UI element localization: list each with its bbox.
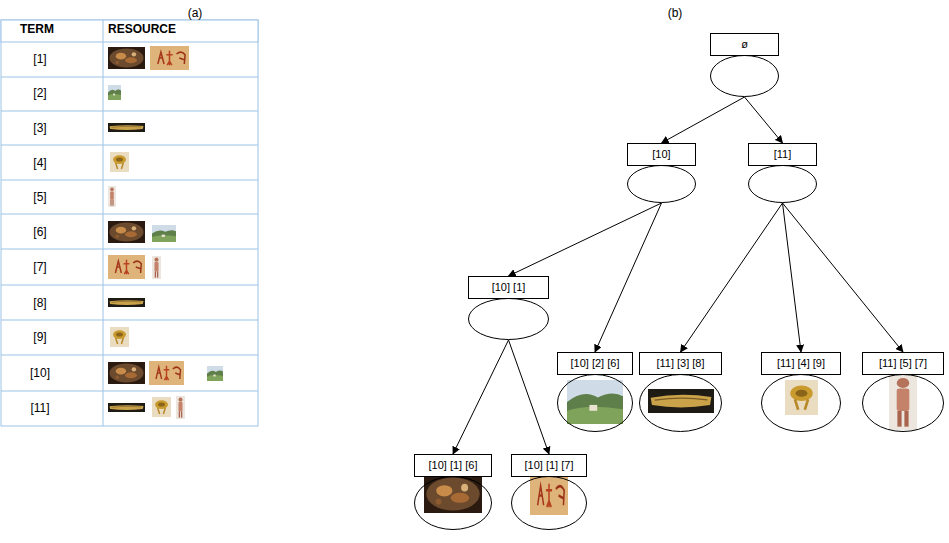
table-cell: RESOURCE <box>108 22 176 36</box>
gold-bar-thumb <box>108 403 145 412</box>
node-header <box>415 455 492 477</box>
node-header <box>711 34 779 56</box>
node-header <box>558 353 633 375</box>
node-header <box>640 353 722 375</box>
table-border <box>1 20 258 426</box>
node-header <box>749 144 817 166</box>
node-header <box>469 277 549 299</box>
node-header <box>762 353 841 375</box>
figurine-image <box>889 374 917 430</box>
table-cell: [3] <box>33 121 46 135</box>
landscape-thumb <box>207 366 223 381</box>
tree-node: [11] <box>748 143 817 203</box>
tree-node: [11] [5] [7] <box>862 352 944 432</box>
panel-label: (a) <box>188 6 203 20</box>
table-header <box>1 20 258 42</box>
node-ellipse <box>628 166 696 203</box>
table-cell: [7] <box>33 260 46 274</box>
pictograph-thumb <box>149 361 184 385</box>
table-cell: [1] <box>33 52 46 66</box>
landscape-thumb <box>108 85 121 100</box>
table-cell: [10] <box>30 366 50 380</box>
table-cell: [4] <box>33 156 46 170</box>
tree-edge <box>745 97 783 143</box>
gold-ring-thumb <box>110 327 129 347</box>
pictograph-image <box>530 476 568 515</box>
node-label: [10] [1] [7] <box>511 454 587 476</box>
tree-edge <box>681 203 783 352</box>
node-header <box>512 455 587 477</box>
node-label: [10] [1] <box>468 276 549 298</box>
node-ellipse <box>415 477 492 530</box>
landscape-image <box>567 380 623 424</box>
tree-edge <box>595 203 662 352</box>
figurine-thumb <box>108 186 116 207</box>
rock-art-thumb <box>108 362 145 384</box>
node-label: [10] [1] [6] <box>414 454 492 476</box>
table-cell: [8] <box>33 296 46 310</box>
node-label: [11] [3] [8] <box>639 352 722 374</box>
node-ellipse <box>640 375 722 432</box>
table-cell: [5] <box>33 190 46 204</box>
tree-edge <box>453 340 509 454</box>
node-label: [11] [5] [7] <box>862 352 944 374</box>
tree-node: [11] [3] [8] <box>639 352 722 432</box>
node-ellipse <box>762 375 841 432</box>
tree-node: [10] [1] [6] <box>414 454 492 530</box>
table-cell: [9] <box>33 330 46 344</box>
tree-node: ø <box>710 33 779 97</box>
gold-ring-thumb <box>152 397 171 417</box>
tree-node: [10] [1] <box>468 276 549 340</box>
node-ellipse <box>749 166 817 203</box>
figurine-thumb <box>152 256 161 279</box>
node-ellipse <box>512 477 587 530</box>
table-cell: [2] <box>33 86 46 100</box>
gold-ring-image <box>785 380 818 415</box>
node-label: [10] [2] [6] <box>557 352 633 374</box>
tree-node: [11] [4] [9] <box>761 352 841 432</box>
tree-node: [10] [1] [7] <box>511 454 587 530</box>
table-cell: TERM <box>20 22 54 36</box>
node-label: [10] <box>627 143 696 165</box>
node-label: [11] [4] [9] <box>761 352 841 374</box>
gold-bar-thumb <box>108 298 145 307</box>
tree-images <box>424 374 917 515</box>
rock-art-thumb <box>108 47 145 69</box>
figurine-thumb <box>176 396 185 419</box>
gold-ring-thumb <box>110 152 129 172</box>
panel-label: (b) <box>668 6 683 20</box>
node-ellipse <box>863 375 944 432</box>
tree-node: [10] <box>627 143 696 203</box>
table-thumbnails <box>108 46 223 419</box>
rock-art-thumb <box>108 221 145 243</box>
node-ellipse <box>558 375 633 432</box>
table-grid <box>1 20 258 426</box>
gold-bar-image <box>648 389 714 413</box>
node-label: ø <box>710 33 779 55</box>
gold-bar-thumb <box>108 123 145 132</box>
node-label: [11] <box>748 143 817 165</box>
pictograph-thumb <box>150 46 189 70</box>
table-cell: [6] <box>33 225 46 239</box>
landscape-thumb <box>152 225 176 242</box>
tree-edge <box>509 340 550 454</box>
tree-edge <box>662 97 745 143</box>
node-header <box>628 144 696 166</box>
node-header <box>863 353 944 375</box>
pictograph-thumb <box>108 255 145 279</box>
tree-edge <box>783 203 904 352</box>
node-ellipse <box>711 56 779 97</box>
tree-node: [10] [2] [6] <box>557 352 633 432</box>
tree-edge <box>783 203 802 352</box>
table-cell: [11] <box>30 401 49 415</box>
tree-edge <box>509 203 662 276</box>
node-ellipse <box>469 299 549 340</box>
